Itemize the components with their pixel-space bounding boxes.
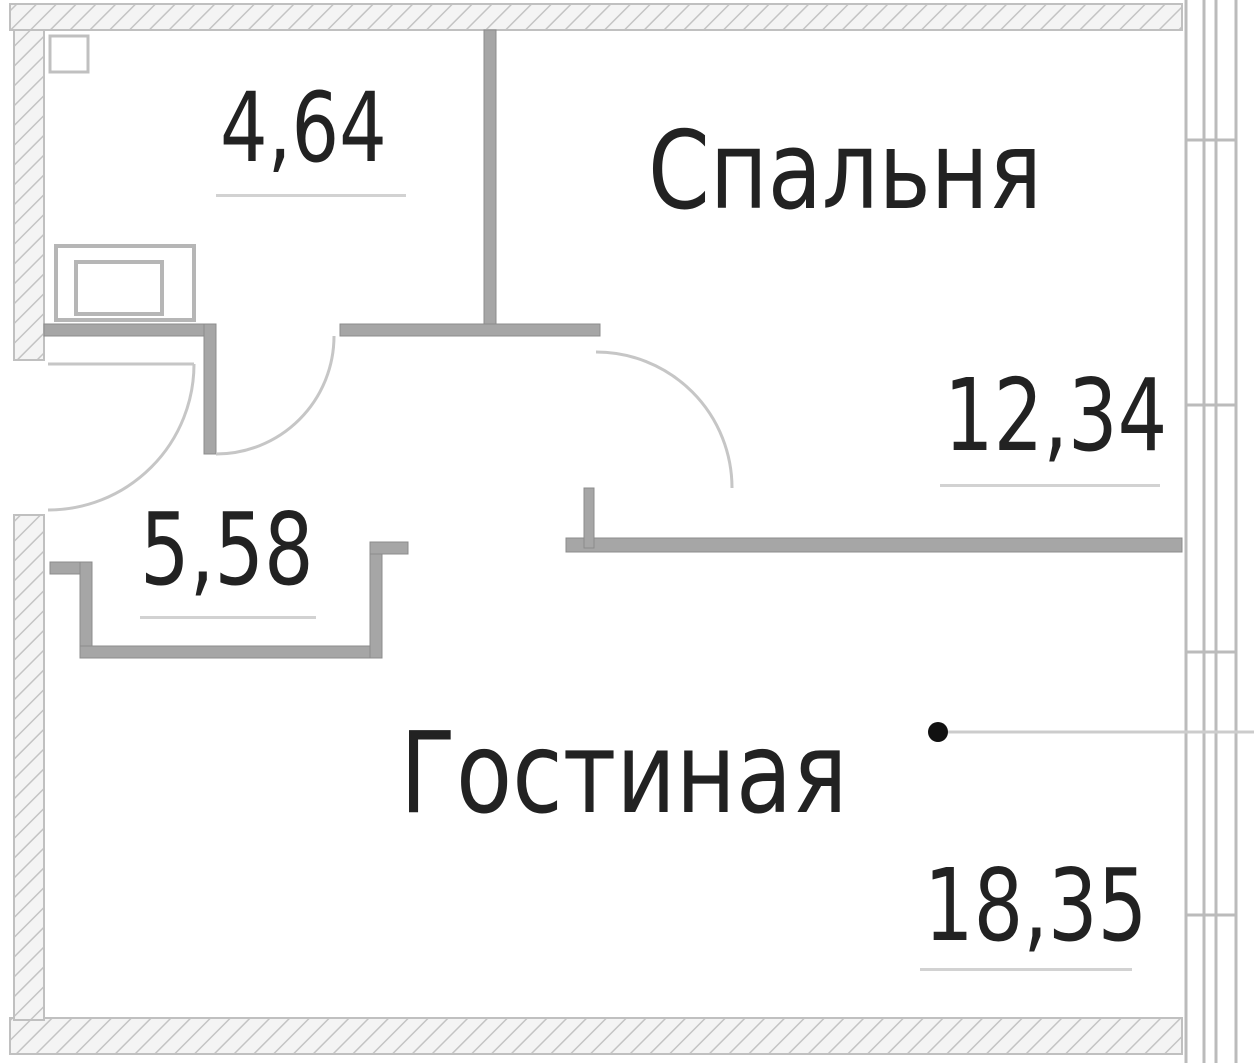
bedroom-area-underline — [940, 484, 1160, 487]
bedroom-name: Спальня — [648, 109, 1042, 234]
hallway-area-underline — [140, 616, 316, 619]
bedroom-area: 12,34 — [944, 357, 1168, 474]
living-room-name: Гостиная — [400, 709, 848, 839]
interior-walls — [43, 29, 1183, 659]
bathroom-area: 4,64 — [220, 72, 387, 184]
bathtub-fixture — [54, 244, 196, 322]
marker-dot — [928, 722, 948, 742]
bottom-outer-wall — [9, 1017, 1183, 1055]
right-facade-window — [1184, 0, 1238, 1063]
bathroom-area-underline — [216, 194, 406, 197]
left-outer-wall-lower — [13, 514, 45, 1021]
top-outer-wall — [9, 3, 1183, 31]
living-room-area-underline — [920, 968, 1132, 971]
left-outer-wall-upper — [13, 29, 45, 361]
living-room-area: 18,35 — [924, 847, 1148, 964]
bathroom-vent — [48, 34, 90, 74]
door-swings — [47, 335, 734, 512]
hallway-area: 5,58 — [140, 491, 314, 608]
